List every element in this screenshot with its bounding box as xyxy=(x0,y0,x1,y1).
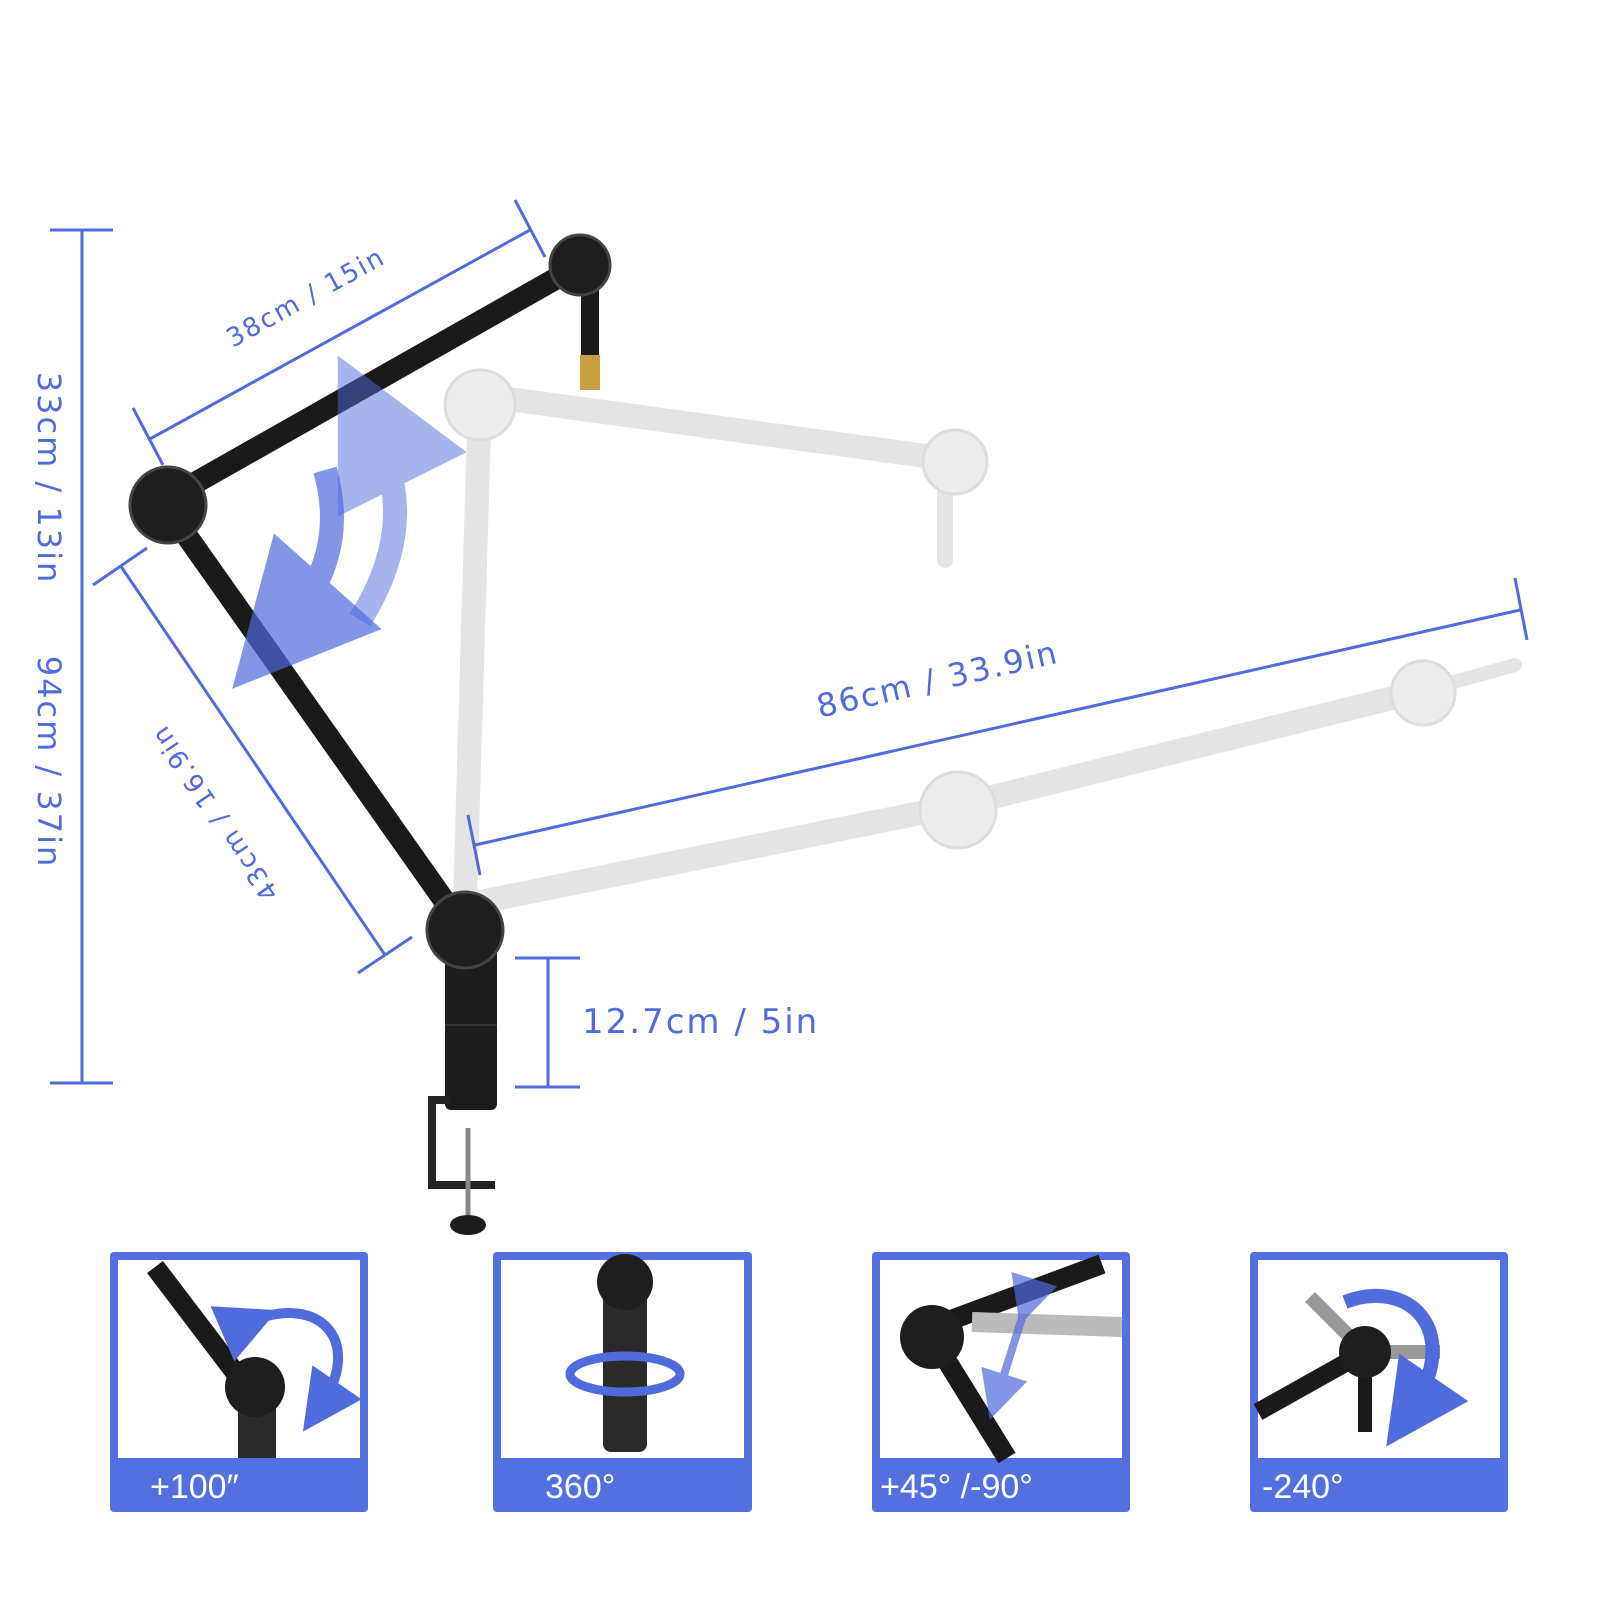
total-height-label: 94cm / 37in xyxy=(30,656,68,869)
desk-clamp xyxy=(428,1096,495,1189)
base-pole-length-label: 12.7cm / 5in xyxy=(582,1002,819,1042)
dimension-lines xyxy=(50,199,1529,1089)
pole-swivel-icon xyxy=(565,1351,685,1397)
joint-knob-top xyxy=(548,233,612,297)
panel-label: 360° xyxy=(545,1468,615,1506)
mount-screw-icon xyxy=(580,355,600,390)
boom-arm xyxy=(128,233,612,1235)
panel-label: -240° xyxy=(1262,1468,1344,1506)
mount-rotation-icon xyxy=(1339,1326,1391,1378)
joint-tilt-icon xyxy=(900,1305,964,1369)
feature-panel-tilt: +45° /-90° xyxy=(872,1252,1130,1512)
max-reach-label: 86cm / 33.9in xyxy=(813,633,1062,726)
feature-panel-swivel: 360° xyxy=(493,1252,752,1512)
lower-arm-length-label: 43cm / 16.9in xyxy=(145,719,285,906)
panel-label: +100″ xyxy=(150,1468,239,1506)
feature-panel-mount: -240° xyxy=(1250,1252,1508,1512)
panel-label: +45° /-90° xyxy=(880,1468,1033,1506)
feature-panel-elbow: +100″ xyxy=(110,1252,368,1512)
ghost-arm-positions xyxy=(443,368,1522,917)
upper-height-label: 33cm / 13in xyxy=(30,372,68,585)
elbow-rotation-icon xyxy=(225,1357,285,1417)
upper-arm-length-label: 38cm / 15in xyxy=(222,242,391,354)
joint-knob-base xyxy=(425,890,505,970)
joint-knob-elbow xyxy=(128,465,208,545)
rotation-arrows-icon xyxy=(232,355,467,689)
